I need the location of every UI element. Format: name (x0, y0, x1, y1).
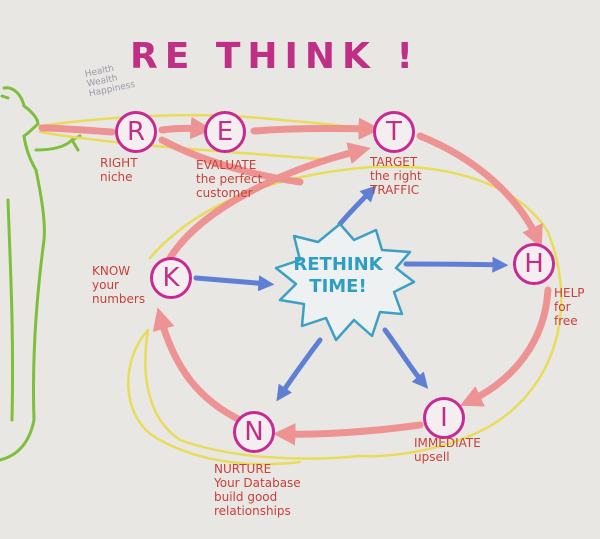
node-e: E (204, 111, 246, 153)
label-line: Your Database (214, 476, 301, 490)
label-help: HELP for free (554, 286, 585, 328)
label-line: NURTURE (214, 462, 272, 476)
node-r: R (115, 111, 157, 153)
center-line: RETHINK (293, 254, 383, 275)
label-line: IMMEDIATE (414, 436, 481, 450)
label-line: TARGET (370, 155, 418, 169)
label-immediate: IMMEDIATE upsell (414, 436, 481, 464)
label-right-niche: RIGHT niche (100, 156, 138, 184)
label-nurture: NURTURE Your Database build good relatio… (214, 462, 301, 518)
label-line: customer (196, 186, 253, 200)
label-line: for (554, 300, 571, 314)
label-know: KNOW your numbers (92, 264, 145, 306)
label-line: the perfect (196, 172, 263, 186)
center-line: TIME! (309, 276, 367, 297)
label-line: HELP (554, 286, 585, 300)
label-line: niche (100, 170, 133, 184)
label-line: build good (214, 490, 278, 504)
label-line: KNOW (92, 264, 131, 278)
node-n: N (233, 411, 275, 453)
label-line: EVALUATE (196, 158, 257, 172)
node-h: H (513, 243, 555, 285)
label-line: free (554, 314, 578, 328)
node-i: I (423, 397, 465, 439)
center-text: RETHINK TIME! (283, 254, 393, 298)
rethink-burst (274, 222, 416, 342)
flow-arrows (38, 116, 552, 446)
label-target: TARGET the right TRAFFIC (370, 155, 422, 197)
label-evaluate: EVALUATE the perfect customer (196, 158, 262, 200)
node-k: K (150, 257, 192, 299)
node-t: T (373, 111, 415, 153)
label-line: the right (370, 169, 422, 183)
label-line: relationships (214, 504, 291, 518)
page-title: RE THINK ! (130, 36, 420, 78)
label-line: TRAFFIC (370, 183, 420, 197)
center-arrows (193, 185, 509, 402)
label-line: upsell (414, 450, 450, 464)
label-line: your (92, 278, 119, 292)
label-line: numbers (92, 292, 146, 306)
stick-figure (0, 86, 82, 462)
label-line: RIGHT (100, 156, 138, 170)
